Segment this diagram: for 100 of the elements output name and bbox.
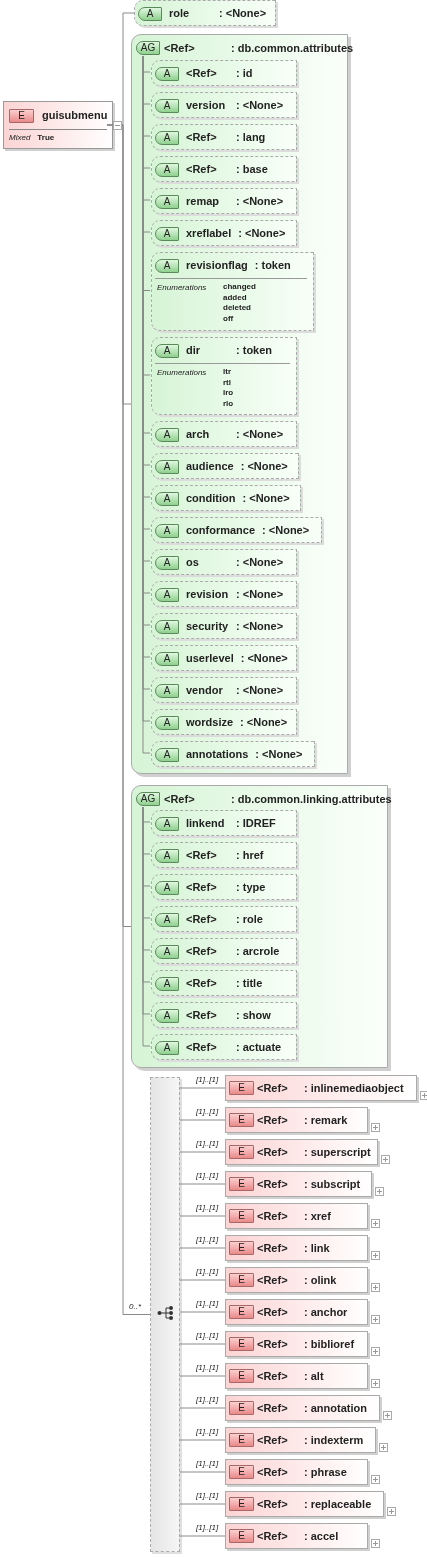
attribute-type-tag: A: [155, 194, 179, 209]
element-box: [225, 1267, 368, 1293]
attribute-box: [151, 188, 297, 214]
element-type-tag: E: [9, 108, 34, 123]
attribute-type: : id: [236, 66, 253, 82]
element-type-tag: E: [229, 1337, 254, 1351]
attribute-type-tag: A: [155, 130, 179, 145]
attribute-type: : <None>: [240, 651, 288, 667]
attribute-name: linkend: [186, 816, 226, 832]
attribute-group-name: : db.common.linking.attributes: [231, 792, 392, 807]
element-ref: <Ref>: [257, 1208, 289, 1224]
attribute-type: : <None>: [236, 619, 284, 635]
element-box: [225, 1427, 376, 1453]
attribute-type-tag: A: [155, 162, 179, 177]
element-ref: <Ref>: [257, 1496, 289, 1512]
attribute-name: <Ref>: [186, 1040, 218, 1056]
attribute-box: [151, 810, 297, 836]
attribute-type-tag: A: [155, 1008, 179, 1023]
multiplicity-label: [1]..[1]: [195, 1140, 220, 1148]
attribute-type: : <None>: [255, 747, 303, 763]
attribute-group-tag: AG: [136, 792, 160, 807]
attribute-box: [151, 874, 297, 900]
attribute-box: [151, 709, 297, 735]
attribute-type: : base: [236, 162, 268, 178]
attribute-name: <Ref>: [186, 880, 218, 896]
attribute-type: : actuate: [236, 1040, 282, 1056]
element-box: [225, 1331, 368, 1357]
attribute-name: role: [169, 6, 191, 22]
element-type-tag: E: [229, 1273, 254, 1287]
element-name: : phrase: [304, 1464, 347, 1480]
attribute-box: [151, 970, 297, 996]
multiplicity-label: [1]..[1]: [195, 1108, 220, 1116]
attribute-box: [151, 337, 297, 415]
attribute-type: : <None>: [236, 683, 284, 699]
attribute-type: : role: [236, 912, 263, 928]
attribute-type: : type: [236, 880, 266, 896]
attribute-type-tag: A: [155, 98, 179, 113]
connector-line: [179, 1343, 226, 1345]
element-type-tag: E: [229, 1081, 254, 1095]
attribute-type: : token: [254, 258, 291, 274]
attribute-type-tag: A: [155, 747, 179, 762]
enumerations-label: Enumerations: [157, 282, 208, 294]
element-ref: <Ref>: [257, 1240, 289, 1256]
connector-line: [106, 124, 151, 1315]
element-type-tag: E: [229, 1177, 254, 1191]
attribute-box: [151, 741, 315, 767]
attribute-type: : show: [236, 1008, 271, 1024]
attribute-box: [151, 92, 297, 118]
attribute-type-tag: A: [155, 944, 179, 959]
element-name: : accel: [304, 1528, 339, 1544]
attribute-type-tag: A: [155, 880, 179, 895]
element-type-tag: E: [229, 1305, 254, 1319]
connector-line: [179, 1503, 226, 1505]
enumeration-value: deleted: [223, 303, 252, 314]
multiplicity-label: [1]..[1]: [195, 1396, 220, 1404]
multiplicity-label: [1]..[1]: [195, 1300, 220, 1308]
attribute-type-tag: A: [138, 6, 162, 21]
attribute-box: [151, 453, 299, 479]
element-ref: <Ref>: [257, 1304, 289, 1320]
attribute-type: : href: [236, 848, 264, 864]
attribute-type-tag: A: [155, 651, 179, 666]
connector-line: [179, 1535, 226, 1537]
element-name: : annotation: [304, 1400, 367, 1416]
element-box: [225, 1459, 368, 1485]
attribute-box: [151, 60, 297, 86]
element-name: : superscript: [304, 1144, 371, 1160]
multiplicity-label: [1]..[1]: [195, 1076, 220, 1084]
attribute-box: [134, 0, 276, 26]
attribute-box: [151, 906, 297, 932]
element-box: [225, 1171, 372, 1197]
attribute-type-tag: A: [155, 912, 179, 927]
element-type-tag: E: [229, 1369, 254, 1383]
element-box: [225, 1395, 380, 1421]
attribute-name: conformance: [186, 523, 256, 539]
attribute-box: [151, 581, 297, 607]
attribute-type: : token: [236, 343, 273, 359]
enumeration-value: off: [223, 313, 235, 324]
property-value: True: [37, 132, 55, 144]
element-ref: <Ref>: [257, 1432, 289, 1448]
connector-line: [179, 1087, 226, 1089]
attribute-name: <Ref>: [186, 130, 218, 146]
element-box: [225, 1299, 368, 1325]
attribute-type: : IDREF: [236, 816, 276, 832]
attribute-type: : <None>: [236, 555, 284, 571]
attribute-type-tag: A: [155, 459, 179, 474]
attribute-name: xreflabel: [186, 226, 232, 242]
attribute-box: [151, 124, 297, 150]
attribute-type: : <None>: [219, 6, 267, 22]
attribute-box: [151, 517, 322, 543]
attribute-type: : <None>: [238, 226, 286, 242]
element-name: : alt: [304, 1368, 324, 1384]
multiplicity-label: [1]..[1]: [195, 1460, 220, 1468]
attribute-type-tag: A: [155, 715, 179, 730]
element-name: : xref: [304, 1208, 331, 1224]
element-box: [225, 1235, 368, 1261]
connector-line: [179, 1375, 226, 1377]
attribute-type: : arcrole: [236, 944, 280, 960]
element-name: : indexterm: [304, 1432, 364, 1448]
attribute-box: [151, 421, 297, 447]
attribute-type-tag: A: [155, 491, 179, 506]
